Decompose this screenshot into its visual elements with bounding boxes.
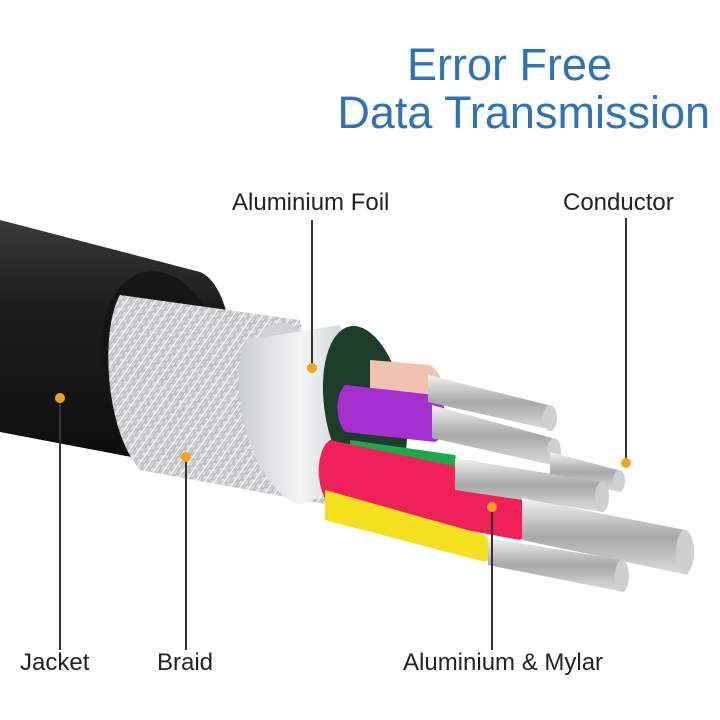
- marker-dot-jacket: [55, 393, 65, 403]
- label-conductor: Conductor: [563, 189, 674, 216]
- marker-dot-conductor: [621, 458, 631, 468]
- label-aluminium-mylar: Aluminium & Mylar: [403, 649, 604, 676]
- conductor-strands: [428, 375, 694, 592]
- title-line-2: Data Transmission: [337, 87, 710, 138]
- marker-dots: [55, 363, 631, 512]
- marker-dot-aluminium-mylar: [487, 502, 497, 512]
- title-line-1: Error Free: [406, 39, 612, 90]
- label-braid: Braid: [157, 649, 214, 676]
- label-jacket: Jacket: [20, 649, 90, 676]
- label-aluminium-foil: Aluminium Foil: [232, 189, 390, 216]
- insulated-wires: [318, 360, 532, 562]
- marker-dot-braid: [181, 452, 191, 462]
- leader-lines: [59, 218, 627, 650]
- marker-dot-aluminium-foil: [307, 363, 317, 373]
